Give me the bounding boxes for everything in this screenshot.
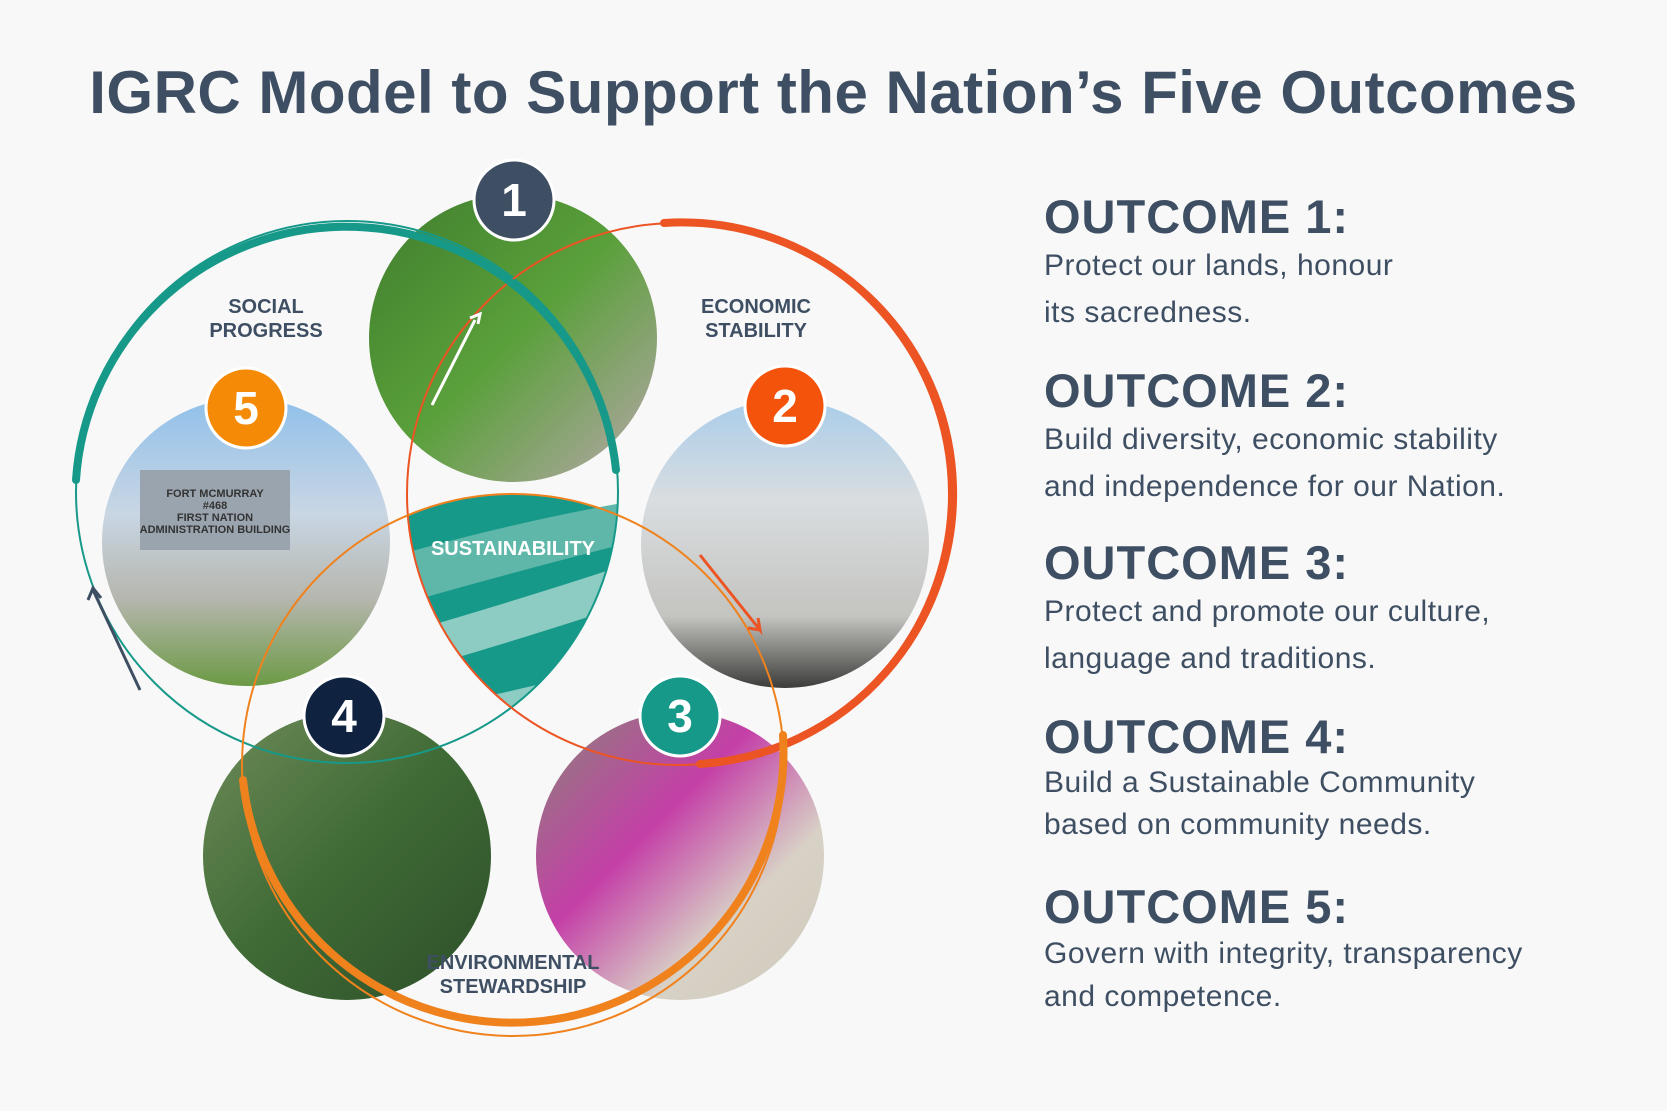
outcome-heading: OUTCOME 5: xyxy=(1044,880,1350,933)
photo-truck xyxy=(641,400,929,688)
svg-text:4: 4 xyxy=(331,690,357,742)
svg-text:3: 3 xyxy=(667,690,693,742)
social-ring xyxy=(75,220,619,764)
outcome-text: and independence for our Nation. xyxy=(1044,470,1506,503)
outcome-2: OUTCOME 2: Build diversity, economic sta… xyxy=(1044,366,1505,510)
svg-text:1: 1 xyxy=(501,174,527,226)
outcome-5: OUTCOME 5: Govern with integrity, transp… xyxy=(1044,882,1523,1018)
outcome-text: Protect and promote our culture, xyxy=(1044,595,1491,628)
svg-text:FORT MCMURRAY: FORT MCMURRAY xyxy=(166,488,264,500)
economic-label: ECONOMIC xyxy=(701,296,811,318)
outcome-heading: OUTCOME 2: xyxy=(1044,364,1350,417)
outcome-text: language and traditions. xyxy=(1044,642,1377,675)
svg-text:2: 2 xyxy=(772,380,798,432)
badge-4: 4 xyxy=(302,674,386,758)
sustainability-label: SUSTAINABILITY xyxy=(431,538,596,560)
social-label: SOCIAL xyxy=(228,296,304,318)
badge-5: 5 xyxy=(204,366,288,450)
venn-diagram: FORT MCMURRAY #468 FIRST NATION ADMINIST… xyxy=(72,158,958,1037)
svg-text:#468: #468 xyxy=(203,500,227,512)
outcome-text: its sacredness. xyxy=(1044,296,1252,329)
outcome-heading: OUTCOME 3: xyxy=(1044,536,1350,589)
environmental-label: STEWARDSHIP xyxy=(440,976,587,998)
arrow-icon xyxy=(86,311,763,691)
page-title: IGRC Model to Support the Nation’s Five … xyxy=(89,59,1578,126)
outcome-heading: OUTCOME 1: xyxy=(1044,190,1350,243)
svg-text:5: 5 xyxy=(233,382,259,434)
economic-label: STABILITY xyxy=(705,320,808,342)
outcome-4: OUTCOME 4: Build a Sustainable Community… xyxy=(1044,712,1475,846)
outcome-text: Govern with integrity, transparency xyxy=(1044,937,1523,970)
environmental-label: ENVIRONMENTAL xyxy=(427,952,600,974)
svg-text:ADMINISTRATION BUILDING: ADMINISTRATION BUILDING xyxy=(140,524,291,536)
outcome-heading: OUTCOME 4: xyxy=(1044,710,1350,763)
social-label: PROGRESS xyxy=(209,320,322,342)
svg-text:FIRST NATION: FIRST NATION xyxy=(177,512,253,524)
building-sign: FORT MCMURRAY #468 FIRST NATION ADMINIST… xyxy=(140,470,291,550)
outcome-text: Build a Sustainable Community xyxy=(1044,766,1476,799)
photo-community xyxy=(203,712,491,1000)
badge-1: 1 xyxy=(472,158,556,242)
outcome-1: OUTCOME 1: Protect our lands, honour its… xyxy=(1044,192,1393,336)
outcome-3: OUTCOME 3: Protect and promote our cultu… xyxy=(1044,538,1490,682)
badge-2: 2 xyxy=(743,364,827,448)
photo-culture xyxy=(536,712,824,1000)
photo-land xyxy=(369,194,657,482)
badge-3: 3 xyxy=(638,674,722,758)
outcome-text: based on community needs. xyxy=(1044,808,1432,841)
outcome-text: Build diversity, economic stability xyxy=(1044,423,1498,456)
outcome-text: and competence. xyxy=(1044,980,1282,1013)
outcome-text: Protect our lands, honour xyxy=(1044,249,1394,282)
